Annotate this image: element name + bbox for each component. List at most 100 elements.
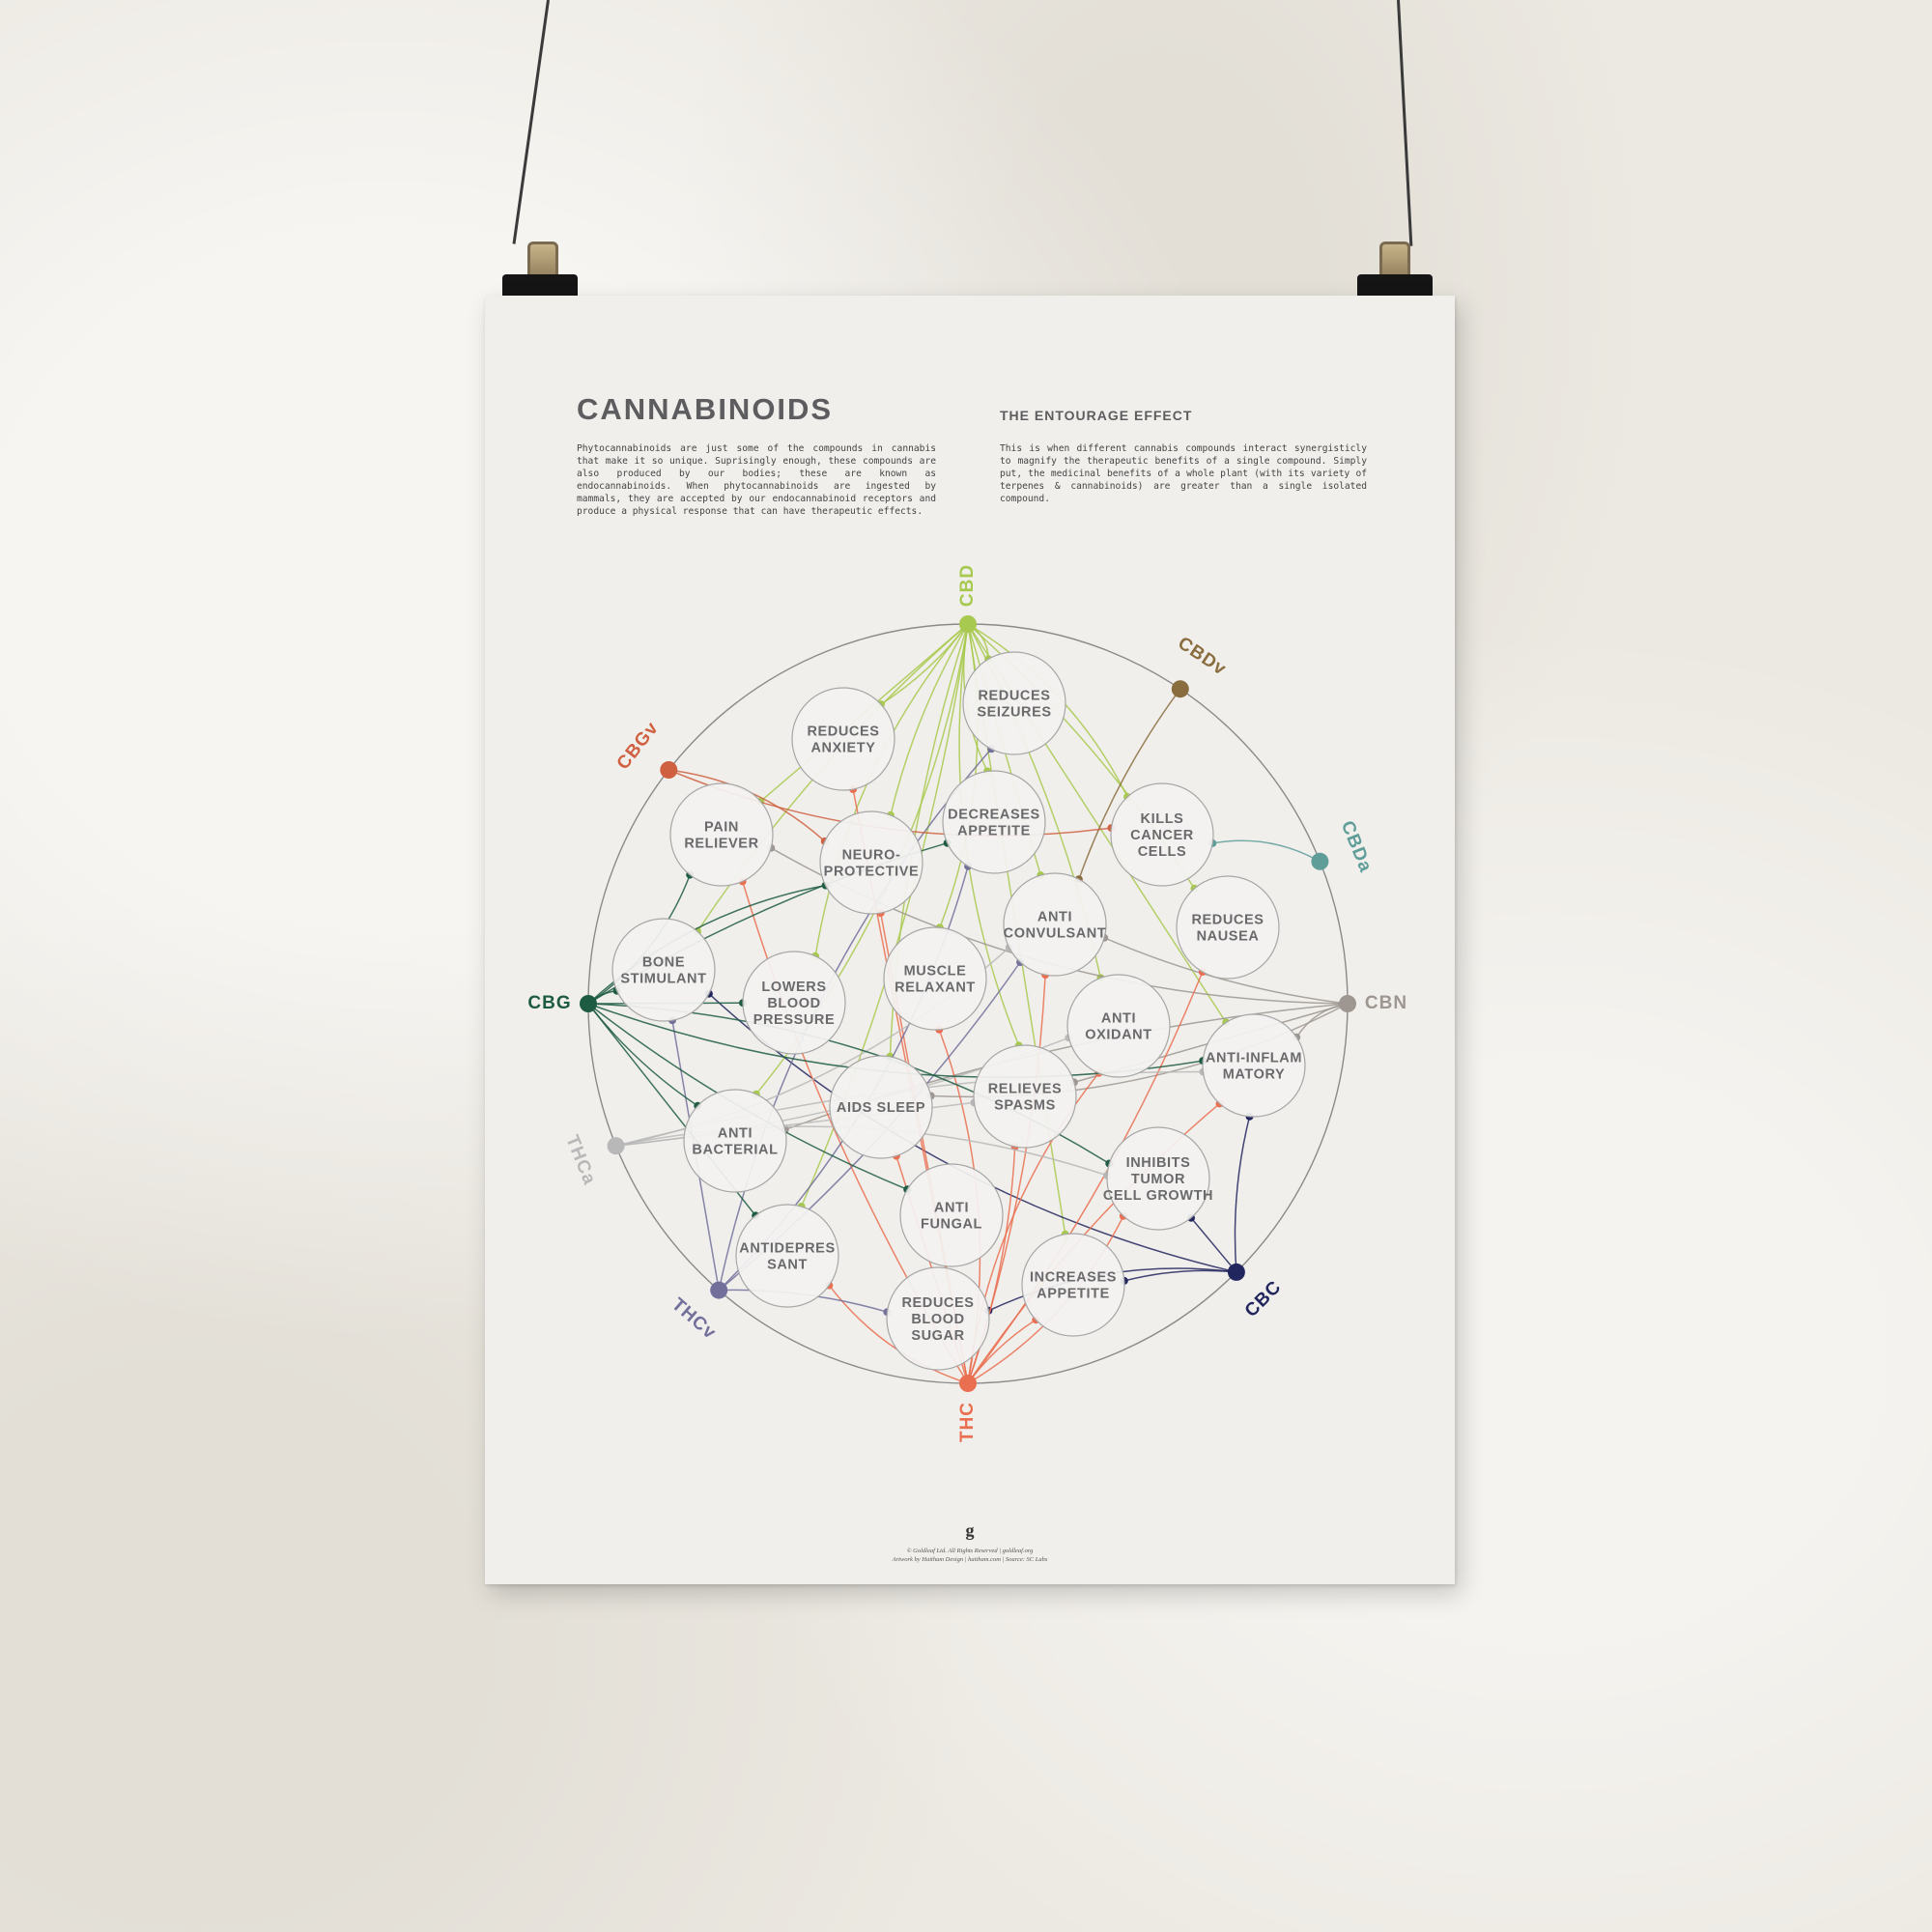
node-label-thc: THC [957, 1402, 978, 1442]
effect-label-line: REDUCES [978, 689, 1050, 704]
effect-label-line: SUGAR [911, 1328, 964, 1344]
effect-label-line: CELLS [1138, 844, 1187, 860]
effect-circle [683, 1089, 787, 1193]
effect-circle [829, 1055, 933, 1159]
link-thc-nausea [967, 971, 1204, 1384]
copyright-line: © Goldleaf Ltd. All Rights Reserved | go… [906, 1548, 1034, 1554]
effect-label-line: ANTI [718, 1126, 753, 1142]
node-dot-thcv [710, 1281, 728, 1299]
node-label-cbn: CBN [1365, 993, 1407, 1013]
effect-circle [791, 687, 895, 791]
effect-label-line: SPASMS [994, 1098, 1056, 1114]
effect-circle [611, 918, 716, 1022]
effect-label-line: APPETITE [1037, 1287, 1110, 1302]
effect-label-line: DECREASES [948, 808, 1040, 823]
effect-label-line: PROTECTIVE [824, 865, 920, 880]
poster-subtitle: THE ENTOURAGE EFFECT [1000, 408, 1193, 423]
poster: CANNABINOIDS THE ENTOURAGE EFFECT Phytoc… [485, 296, 1455, 1584]
cannabinoid-network-diagram: REDUCESSEIZURESREDUCESANXIETYPAINRELIEVE… [527, 564, 1407, 1442]
effect-circle [669, 782, 774, 887]
effect-label-line: ANTI [1037, 910, 1072, 925]
effect-circle [899, 1163, 1004, 1267]
effect-label-line: LOWERS [761, 980, 826, 995]
effect-circle [735, 1204, 839, 1308]
effect-label-line: SEIZURES [977, 705, 1051, 721]
node-label-cbgv: CBGv [613, 718, 664, 774]
link-cbc-tumor [1190, 1217, 1237, 1273]
effect-label-line: SANT [767, 1258, 808, 1273]
right-hanging-wire [1397, 0, 1413, 246]
effect-label-line: AIDS SLEEP [837, 1100, 925, 1116]
effect-circle [883, 926, 987, 1031]
effect-label-line: REDUCES [901, 1295, 974, 1311]
effect-label-line: ANTI-INFLAM [1206, 1051, 1302, 1066]
effect-label-line: ANTI [934, 1201, 969, 1216]
link-cbdv-convulsant [1078, 688, 1181, 880]
link-cbc-appetite-inc [1123, 1269, 1236, 1282]
effect-circle [1202, 1013, 1306, 1118]
effect-label-line: CONVULSANT [1004, 926, 1107, 942]
poster-title: CANNABINOIDS [577, 392, 834, 426]
effect-label-line: CELL GROWTH [1103, 1188, 1213, 1204]
link-cbd-neuro [890, 623, 969, 816]
effect-bubble-neuro: NEURO-PROTECTIVE [819, 810, 923, 915]
node-label-cbc: CBC [1241, 1277, 1286, 1321]
effect-label-line: NEURO- [842, 848, 901, 864]
effect-label-line: RELAXANT [895, 980, 976, 996]
node-dot-cbg [580, 995, 597, 1012]
node-dot-cbn [1339, 995, 1356, 1012]
effect-circle [886, 1266, 990, 1371]
effect-label-line: REDUCES [807, 724, 879, 740]
effect-label-line: CANCER [1130, 828, 1194, 843]
effect-label-line: ANTI [1101, 1011, 1136, 1027]
effect-circle [819, 810, 923, 915]
effect-label-line: STIMULANT [620, 972, 706, 987]
node-dot-cbc [1227, 1263, 1245, 1281]
effect-label-line: ANTIDEPRES [739, 1241, 835, 1257]
node-label-thcv: THCv [668, 1294, 720, 1344]
effects-layer: REDUCESSEIZURESREDUCESANXIETYPAINRELIEVE… [611, 651, 1306, 1371]
effect-label-line: MATORY [1223, 1067, 1286, 1083]
link-cbda-cancer [1212, 839, 1321, 863]
effect-bubble-sleep: AIDS SLEEP [829, 1055, 933, 1159]
link-cbn-convulsant [1103, 937, 1349, 1005]
effect-circle [942, 770, 1046, 874]
effect-circle [1066, 974, 1171, 1078]
effect-label-line: MUSCLE [904, 964, 967, 980]
effect-label-line: NAUSEA [1197, 929, 1260, 945]
node-label-cbd: CBD [957, 564, 978, 607]
link-thc-spasms [967, 1146, 1016, 1384]
entourage-paragraph: This is when different cannabis compound… [1000, 443, 1367, 504]
effect-label-line: FUNGAL [921, 1217, 982, 1233]
effect-circle [973, 1044, 1077, 1149]
effect-circle [742, 951, 846, 1055]
node-dot-cbda [1311, 852, 1329, 870]
left-hanging-wire [512, 0, 550, 244]
effect-label-line: ANXIETY [810, 741, 875, 756]
effect-circle [1003, 872, 1107, 977]
effect-label-line: INHIBITS [1126, 1155, 1191, 1171]
node-label-cbg: CBG [527, 993, 571, 1013]
credits-line: Artwork by Haitham Design | haitham.com … [892, 1556, 1048, 1563]
effect-label-line: REDUCES [1191, 913, 1264, 928]
link-cbc-inflam [1234, 1116, 1251, 1272]
effect-label-line: APPETITE [957, 824, 1031, 839]
node-label-cbdv: CBDv [1174, 633, 1230, 680]
node-label-thca: THCa [561, 1132, 600, 1188]
publisher-logo: g [965, 1520, 975, 1540]
effect-label-line: INCREASES [1030, 1270, 1117, 1286]
